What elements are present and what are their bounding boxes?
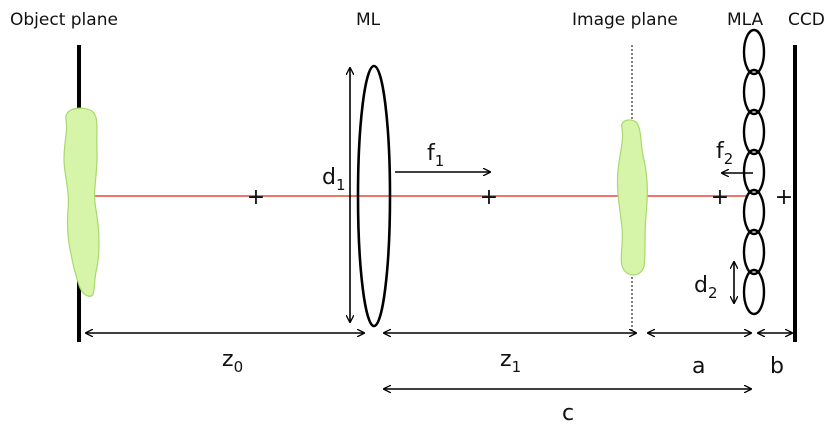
- object-shape: [63, 107, 100, 297]
- focal-mark-front: +: [247, 185, 265, 210]
- image-plane-label: Image plane: [572, 10, 678, 30]
- d1-label: d1: [322, 165, 346, 194]
- microlens: [742, 68, 766, 116]
- object-plane-label: Object plane: [10, 10, 118, 30]
- d2-label: d2: [694, 273, 718, 302]
- c-label: c: [562, 401, 574, 425]
- focal-mark-mla: +: [711, 185, 729, 210]
- b-label: b: [770, 354, 784, 379]
- focal-mark-back: +: [480, 185, 498, 210]
- f2-label: f2: [716, 139, 733, 168]
- microlens: [742, 228, 766, 276]
- f1-label: f1: [427, 141, 444, 170]
- mla-label: MLA: [727, 10, 764, 30]
- ml-label: ML: [356, 10, 381, 30]
- image-shape: [616, 119, 648, 276]
- microlens: [742, 148, 766, 196]
- focal-mark-ccd: +: [775, 185, 793, 210]
- main-lens: [356, 64, 392, 328]
- microlens: [742, 108, 766, 156]
- ccd-label: CCD: [788, 10, 825, 30]
- microlens: [742, 28, 766, 76]
- microlens: [742, 188, 766, 236]
- microlens: [742, 268, 766, 316]
- a-label: a: [692, 354, 705, 379]
- z1-label: z1: [500, 347, 521, 376]
- z0-label: z0: [222, 347, 243, 376]
- microlens-array: [742, 28, 766, 316]
